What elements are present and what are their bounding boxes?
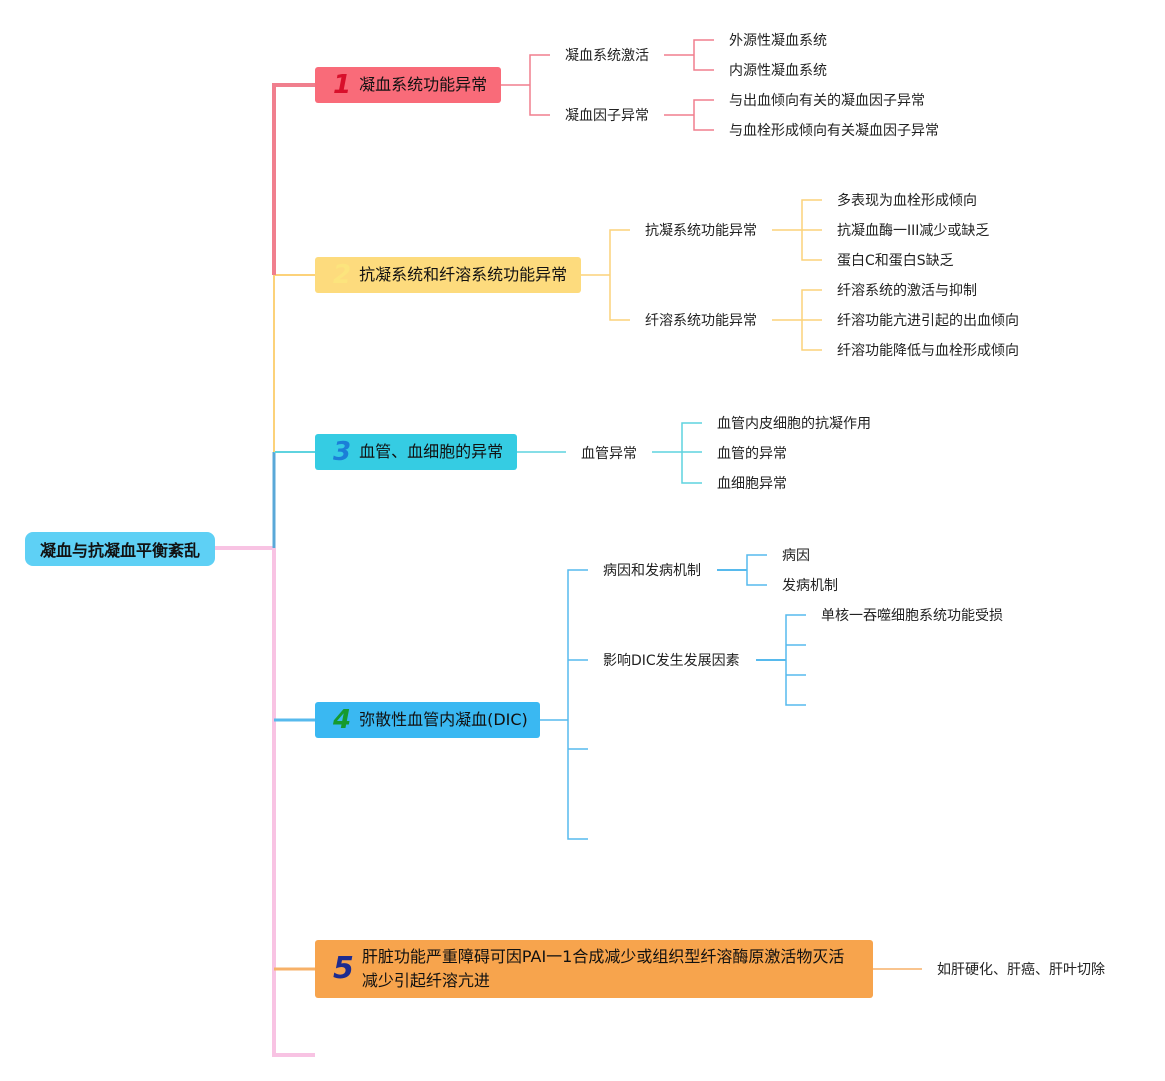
- subtopic-dic-factors[interactable]: 影响DIC发生发展因素: [603, 653, 740, 669]
- b1-bracket: [529, 54, 550, 116]
- leaf-protein-cs-deficiency[interactable]: 蛋白C和蛋白S缺乏: [837, 253, 954, 269]
- branch-4-topic[interactable]: 4 弥散性血管内凝血(DIC): [315, 702, 540, 738]
- leaf-intrinsic-pathway[interactable]: 内源性凝血系统: [729, 63, 827, 79]
- leaf-hypofibrinolysis-thrombosis[interactable]: 纤溶功能降低与血栓形成倾向: [837, 343, 1019, 359]
- branch-number-badge: 1: [333, 70, 352, 100]
- branch-label: 血管、血细胞的异常: [359, 442, 504, 461]
- subtopic-coag-activation[interactable]: 凝血系统激活: [565, 48, 649, 64]
- leaf-thrombosis-factor[interactable]: 与血栓形成倾向有关凝血因子异常: [729, 123, 939, 139]
- b3-s1-bracket: [681, 422, 702, 484]
- b4-s2-bracket: [785, 614, 806, 706]
- subtopic-coag-factor-abnormal[interactable]: 凝血因子异常: [565, 108, 649, 124]
- b4-s1-bracket: [746, 554, 767, 586]
- branch-label: 凝血系统功能异常: [359, 75, 488, 94]
- branch-number-badge: 3: [333, 437, 352, 467]
- trunk-pink: [272, 548, 315, 1057]
- branch-number-badge: 5: [333, 951, 354, 986]
- leaf-antithrombin-deficiency[interactable]: 抗凝血酶一III减少或缺乏: [837, 223, 990, 239]
- leaf-pathogenesis[interactable]: 发病机制: [782, 578, 838, 594]
- b1-s2-bracket: [693, 99, 714, 131]
- leaf-bleeding-factor[interactable]: 与出血倾向有关的凝血因子异常: [729, 93, 925, 109]
- root-topic[interactable]: 凝血与抗凝血平衡紊乱: [25, 532, 215, 566]
- leaf-blood-cell-abnormal[interactable]: 血细胞异常: [717, 476, 787, 492]
- subtopic-dic-etiology[interactable]: 病因和发病机制: [603, 563, 701, 579]
- leaf-mps-dysfunction[interactable]: 单核一吞噬细胞系统功能受损: [821, 608, 1003, 624]
- leaf-thrombosis-tendency[interactable]: 多表现为血栓形成倾向: [837, 193, 977, 209]
- b2-bracket: [609, 229, 630, 321]
- leaf-fibrinolysis-activation[interactable]: 纤溶系统的激活与抑制: [837, 283, 977, 299]
- branch-label: 肝脏功能严重障碍可因PAI一1合成减少或组织型纤溶酶原激活物灭活减少引起纤溶亢进: [361, 947, 845, 990]
- leaf-endothelial-anticoag[interactable]: 血管内皮细胞的抗凝作用: [717, 416, 871, 432]
- root-topic-label: 凝血与抗凝血平衡紊乱: [39, 541, 200, 560]
- trunk-red: [272, 83, 315, 275]
- branch-label: 抗凝系统和纤溶系统功能异常: [359, 265, 568, 284]
- branch-number-badge: 4: [333, 705, 352, 735]
- branch-5-topic[interactable]: 5 肝脏功能严重障碍可因PAI一1合成减少或组织型纤溶酶原激活物灭活减少引起纤溶…: [315, 940, 873, 998]
- subtopic-anticoag-abnormal[interactable]: 抗凝系统功能异常: [645, 223, 757, 239]
- leaf-hyperfibrinolysis-bleeding[interactable]: 纤溶功能亢进引起的出血倾向: [837, 313, 1019, 329]
- subtopic-liver-examples[interactable]: 如肝硬化、肝癌、肝叶切除: [937, 962, 1105, 978]
- branch-2-topic[interactable]: 2 抗凝系统和纤溶系统功能异常: [315, 257, 581, 293]
- subtopic-vascular-abnormal[interactable]: 血管异常: [581, 446, 637, 462]
- leaf-vessel-abnormal[interactable]: 血管的异常: [717, 446, 787, 462]
- subtopic-fibrinolysis-abnormal[interactable]: 纤溶系统功能异常: [645, 313, 757, 329]
- b1-s1-bracket: [693, 39, 714, 71]
- leaf-etiology[interactable]: 病因: [782, 548, 810, 564]
- leaf-extrinsic-pathway[interactable]: 外源性凝血系统: [729, 33, 827, 49]
- branch-3-topic[interactable]: 3 血管、血细胞的异常: [315, 434, 517, 470]
- branch-label: 弥散性血管内凝血(DIC): [359, 710, 528, 729]
- b4-bracket: [567, 569, 588, 840]
- branch-1-topic[interactable]: 1 凝血系统功能异常: [315, 67, 501, 103]
- branch-number-badge: 2: [333, 260, 352, 290]
